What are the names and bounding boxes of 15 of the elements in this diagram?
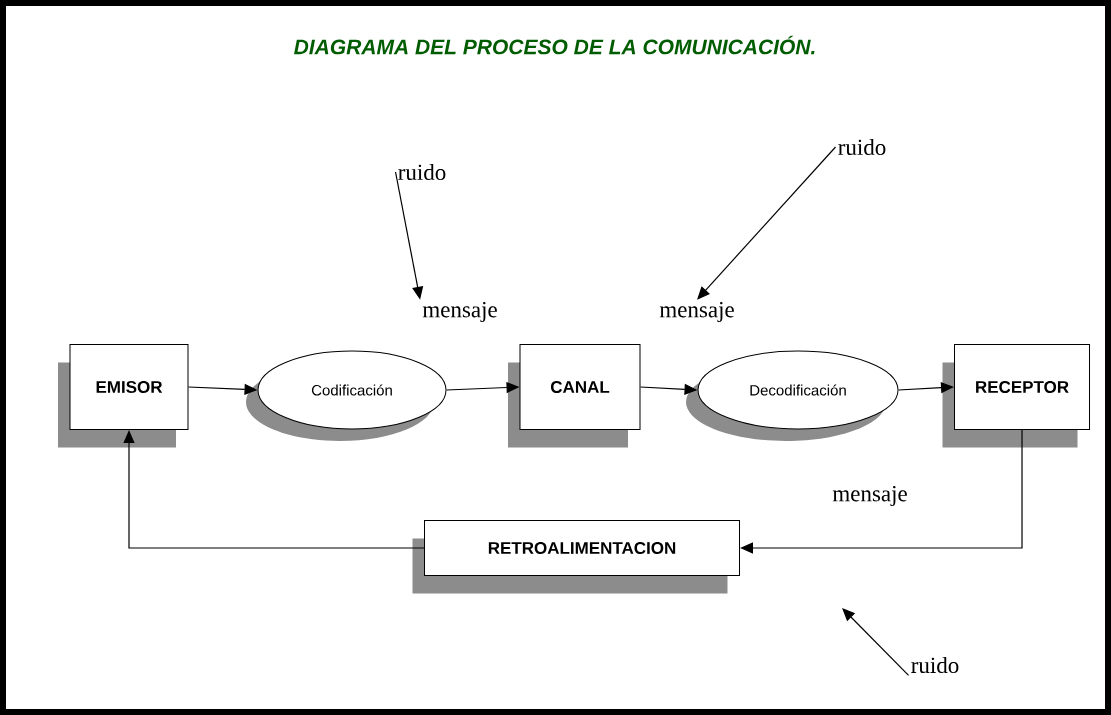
annotation-text: ruido <box>398 163 446 181</box>
edge-label: mensaje <box>830 483 910 509</box>
process-box: CANAL <box>508 344 641 448</box>
arrow <box>842 608 910 676</box>
process-box: RECEPTOR <box>942 344 1090 448</box>
annotation-text: mensaje <box>659 301 734 323</box>
annotation-text: mensaje <box>422 301 497 323</box>
arrow <box>697 146 837 300</box>
arrow <box>740 429 1023 554</box>
title: DIAGRAMA DEL PROCESO DE LA COMUNICACIÓN. <box>294 35 815 55</box>
process-box: RETROALIMENTACION <box>412 520 740 594</box>
annotation-text: ruido <box>911 656 959 674</box>
arrow <box>123 430 425 549</box>
process-box: EMISOR <box>58 344 189 448</box>
annotation-text: ruido <box>838 138 886 156</box>
